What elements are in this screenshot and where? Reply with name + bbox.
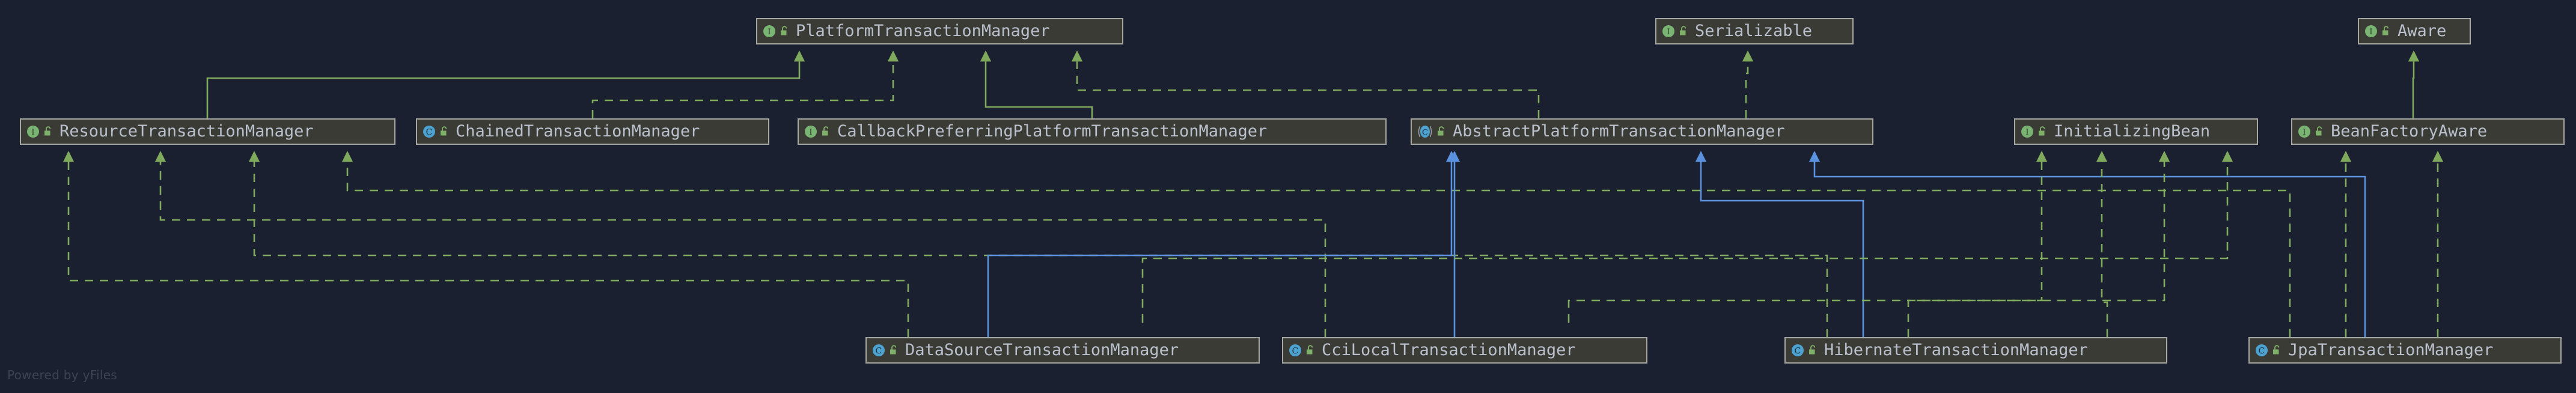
edge-extends-DataSourceTransactionManager-to-AbstractPlatformTransactionManager xyxy=(987,152,1451,337)
public-unlocked-icon xyxy=(43,126,53,138)
class-icon: C xyxy=(1288,343,1302,358)
class-node-label: PlatformTransactionManager xyxy=(796,22,1050,40)
class-node-label: JpaTransactionManager xyxy=(2288,341,2494,359)
edge-extends-ResourceTransactionManager-to-PlatformTransactionManager xyxy=(206,52,799,118)
interface-icon: I xyxy=(2364,24,2378,38)
interface-icon: I xyxy=(804,124,818,139)
interface-icon: I xyxy=(762,24,777,38)
abstract-class-icon: C xyxy=(1417,124,1433,139)
class-node-ResourceTransactionManager[interactable]: I ResourceTransactionManager xyxy=(20,118,395,145)
class-node-HibernateTransactionManager[interactable]: C HibernateTransactionManager xyxy=(1784,337,2167,364)
svg-text:C: C xyxy=(1292,347,1299,356)
svg-text:C: C xyxy=(876,347,882,356)
edge-implements-HibernateTransactionManager-to-ResourceTransactionManager xyxy=(254,152,1828,337)
edge-extends-CallbackPreferringPlatformTransactionManager-to-PlatformTransactionManager xyxy=(986,52,1093,118)
svg-text:I: I xyxy=(768,28,771,37)
class-node-CallbackPreferringPlatformTransactionManager[interactable]: I CallbackPreferringPlatformTransactionMa… xyxy=(798,118,1387,145)
svg-text:C: C xyxy=(426,128,433,138)
svg-text:I: I xyxy=(31,128,34,137)
edge-implements-DataSourceTransactionManager-to-ResourceTransactionManager xyxy=(69,152,909,337)
class-node-label: Serializable xyxy=(1695,22,1813,40)
public-unlocked-icon xyxy=(1305,344,1316,356)
public-unlocked-icon xyxy=(779,25,790,37)
edge-implements-HibernateTransactionManager-to-InitializingBean xyxy=(1907,152,2042,337)
class-node-BeanFactoryAware[interactable]: I BeanFactoryAware xyxy=(2291,118,2565,145)
public-unlocked-icon xyxy=(2381,25,2391,37)
class-icon: C xyxy=(2254,343,2269,358)
class-node-label: DataSourceTransactionManager xyxy=(905,341,1179,359)
svg-text:I: I xyxy=(2369,28,2372,37)
edge-implements-DataSourceTransactionManager-to-InitializingBean xyxy=(1141,152,2227,323)
class-node-PlatformTransactionManager[interactable]: I PlatformTransactionManager xyxy=(756,18,1123,44)
edge-implements-CciLocalTransactionManager-to-ResourceTransactionManager xyxy=(160,152,1326,337)
edge-implements-JpaTransactionManager-to-ResourceTransactionManager xyxy=(347,152,2291,337)
class-node-label: HibernateTransactionManager xyxy=(1824,341,2088,359)
class-node-ChainedTransactionManager[interactable]: C ChainedTransactionManager xyxy=(416,118,769,145)
svg-text:I: I xyxy=(2025,128,2028,137)
public-unlocked-icon xyxy=(439,126,450,138)
edge-implements-CciLocalTransactionManager-to-InitializingBean xyxy=(1567,152,2164,323)
class-node-InitializingBean[interactable]: I InitializingBean xyxy=(2014,118,2258,145)
interface-icon: I xyxy=(1661,24,1676,38)
class-node-label: Aware xyxy=(2397,22,2447,40)
edge-implements-AbstractPlatformTransactionManager-to-PlatformTransactionManager xyxy=(1077,52,1540,118)
public-unlocked-icon xyxy=(2271,344,2282,356)
public-unlocked-icon xyxy=(1807,344,1818,356)
class-node-Aware[interactable]: I Aware xyxy=(2358,18,2471,44)
svg-text:C: C xyxy=(2259,347,2265,356)
interface-icon: I xyxy=(26,124,40,139)
svg-text:C: C xyxy=(1422,129,1428,138)
edge-extends-BeanFactoryAware-to-Aware xyxy=(2413,52,2414,118)
edge-implements-JpaTransactionManager-to-InitializingBean xyxy=(2102,152,2108,337)
public-unlocked-icon xyxy=(2037,126,2048,138)
class-node-label: CallbackPreferringPlatformTransactionMan… xyxy=(837,122,1268,141)
class-icon: C xyxy=(1790,343,1805,358)
edge-implements-AbstractPlatformTransactionManager-to-Serializable xyxy=(1746,52,1748,118)
public-unlocked-icon xyxy=(1436,126,1447,138)
class-node-label: AbstractPlatformTransactionManager xyxy=(1453,122,1785,141)
interface-icon: I xyxy=(2020,124,2034,139)
svg-text:I: I xyxy=(1667,28,1670,37)
svg-text:C: C xyxy=(1795,347,1801,356)
public-unlocked-icon xyxy=(2314,126,2325,138)
svg-text:I: I xyxy=(2303,128,2306,137)
watermark: Powered by yFiles xyxy=(7,368,118,382)
public-unlocked-icon xyxy=(888,344,899,356)
class-node-Serializable[interactable]: I Serializable xyxy=(1655,18,1854,44)
edge-implements-ChainedTransactionManager-to-PlatformTransactionManager xyxy=(591,52,893,118)
class-node-JpaTransactionManager[interactable]: C JpaTransactionManager xyxy=(2248,337,2562,364)
interface-icon: I xyxy=(2297,124,2312,139)
class-node-DataSourceTransactionManager[interactable]: C DataSourceTransactionManager xyxy=(865,337,1260,364)
class-node-CciLocalTransactionManager[interactable]: C CciLocalTransactionManager xyxy=(1282,337,1647,364)
edge-extends-JpaTransactionManager-to-AbstractPlatformTransactionManager xyxy=(1814,152,2366,337)
svg-text:I: I xyxy=(809,128,812,137)
class-node-label: ChainedTransactionManager xyxy=(456,122,700,141)
class-node-label: ResourceTransactionManager xyxy=(60,122,314,141)
class-icon: C xyxy=(871,343,886,358)
public-unlocked-icon xyxy=(1678,25,1689,37)
class-icon: C xyxy=(422,124,436,139)
public-unlocked-icon xyxy=(820,126,831,138)
class-node-label: InitializingBean xyxy=(2054,122,2211,141)
class-node-label: CciLocalTransactionManager xyxy=(1322,341,1576,359)
edge-extends-HibernateTransactionManager-to-AbstractPlatformTransactionManager xyxy=(1701,152,1864,337)
class-node-label: BeanFactoryAware xyxy=(2331,122,2488,141)
class-node-AbstractPlatformTransactionManager[interactable]: C AbstractPlatformTransactionManager xyxy=(1411,118,1873,145)
